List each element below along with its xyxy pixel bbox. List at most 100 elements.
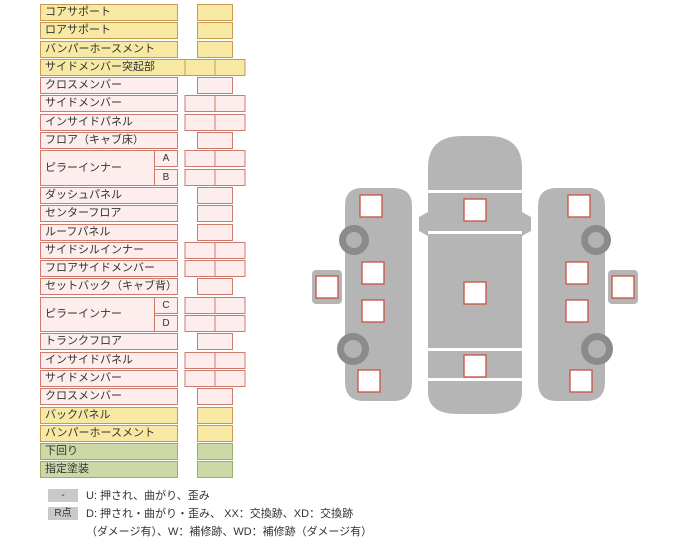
parts-table: コアサポートロアサポートバンパーホースメントサイドメンバー突起部クロスメンバーサ… [40,4,300,479]
damage-cell[interactable] [197,461,233,479]
table-row: セットバック（キャブ背） [40,278,300,296]
cell-row [197,132,233,150]
cell-row [184,315,246,333]
part-label: バンパーホースメント [40,40,178,58]
damage-cell[interactable] [184,241,216,259]
damage-cell[interactable] [184,95,216,113]
part-label: 指定塗装 [40,461,178,479]
damage-cell[interactable] [197,278,233,296]
left-mirror-icon [419,212,428,236]
checkpoint-left-2[interactable] [361,261,385,285]
table-row: バンパーホースメント [40,424,300,442]
part-label: コアサポート [40,4,178,21]
table-row: センターフロア [40,205,300,223]
damage-cell[interactable] [214,296,246,314]
checkpoint-center[interactable] [463,281,487,305]
table-row: サイドシルインナー [40,241,300,259]
cell-column [184,150,246,186]
checkpoint-left-3[interactable] [361,299,385,323]
damage-cell[interactable] [197,223,233,241]
damage-cell[interactable] [197,22,233,40]
damage-cell[interactable] [214,168,246,186]
cell-row [184,58,246,76]
checkpoint-right-1[interactable] [567,194,591,218]
cell-row [197,22,233,40]
cell-row [197,424,233,442]
checkpoint-front[interactable] [463,198,487,222]
cell-row [184,150,246,168]
checkpoint-left-4[interactable] [357,369,381,393]
right-rear-wheel-hub-icon [588,340,606,358]
part-label: バックパネル [40,406,178,424]
table-row: 下回り [40,443,300,461]
part-label: ダッシュパネル [40,186,178,204]
checkpoint-right-3[interactable] [565,299,589,323]
part-label: 下回り [40,443,178,461]
damage-cell[interactable] [214,241,246,259]
checkpoint-rear[interactable] [463,354,487,378]
cell-row [197,77,233,95]
damage-cell[interactable] [184,58,216,76]
part-label: ピラーインナー [40,150,155,186]
damage-cell[interactable] [214,369,246,387]
damage-cell[interactable] [184,315,216,333]
damage-cell[interactable] [214,150,246,168]
damage-cell[interactable] [197,333,233,351]
damage-cell[interactable] [214,95,246,113]
table-row: フロア（キャブ床） [40,132,300,150]
damage-cell[interactable] [214,351,246,369]
cell-column [184,296,246,333]
damage-cell[interactable] [197,4,233,21]
cell-row [197,186,233,204]
table-row: トランクフロア [40,333,300,351]
cell-row [184,260,246,278]
legend-badge: R点 [48,506,78,520]
damage-cell[interactable] [184,369,216,387]
legend-row: -U: 押され、曲がり、歪み [48,487,372,503]
legend: -U: 押され、曲がり、歪み R点 D: 押され・曲がり・歪み、 XX：交換跡、XD… [48,487,372,539]
damage-cell[interactable] [184,296,216,314]
checkpoint-right-4[interactable] [569,369,593,393]
damage-cell[interactable] [184,168,216,186]
table-row: ダッシュパネル [40,186,300,204]
checkpoint-left-panel[interactable] [315,275,339,299]
right-side-body [538,188,605,401]
damage-cell[interactable] [197,205,233,223]
damage-cell[interactable] [197,424,233,442]
damage-cell[interactable] [197,406,233,424]
damage-cell[interactable] [214,113,246,131]
damage-cell[interactable] [184,351,216,369]
damage-cell[interactable] [184,150,216,168]
damage-cell[interactable] [197,186,233,204]
damage-cell[interactable] [214,315,246,333]
legend-text: D: 押され・曲がり・歪み、 XX：交換跡、XD：交換跡 [86,508,354,520]
sub-label: D [154,315,178,333]
part-label: バンパーホースメント [40,424,178,442]
damage-cell[interactable] [214,58,246,76]
checkpoint-right-2[interactable] [565,261,589,285]
damage-cell[interactable] [197,132,233,150]
damage-cell[interactable] [197,77,233,95]
part-label: サイドシルインナー [40,241,178,259]
legend-row: R点 D: 押され・曲がり・歪み、 XX：交換跡、XD：交換跡 [48,505,372,521]
damage-cell[interactable] [197,40,233,58]
cell-row [184,296,246,314]
table-row: サイドメンバー [40,369,300,387]
table-row: ルーフパネル [40,223,300,241]
checkpoint-right-panel[interactable] [611,275,635,299]
checkpoint-left-1[interactable] [359,194,383,218]
left-side-body [345,188,412,401]
car-right-side-view [538,188,638,401]
part-label: サイドメンバー突起部 [40,58,186,76]
cell-row [197,443,233,461]
table-row: クロスメンバー [40,77,300,95]
damage-cell[interactable] [184,113,216,131]
damage-cell[interactable] [214,260,246,278]
cell-row [197,205,233,223]
damage-cell[interactable] [184,260,216,278]
table-row: 指定塗装 [40,461,300,479]
part-label: セットバック（キャブ背） [40,278,178,296]
damage-cell[interactable] [197,388,233,406]
damage-cell[interactable] [197,443,233,461]
